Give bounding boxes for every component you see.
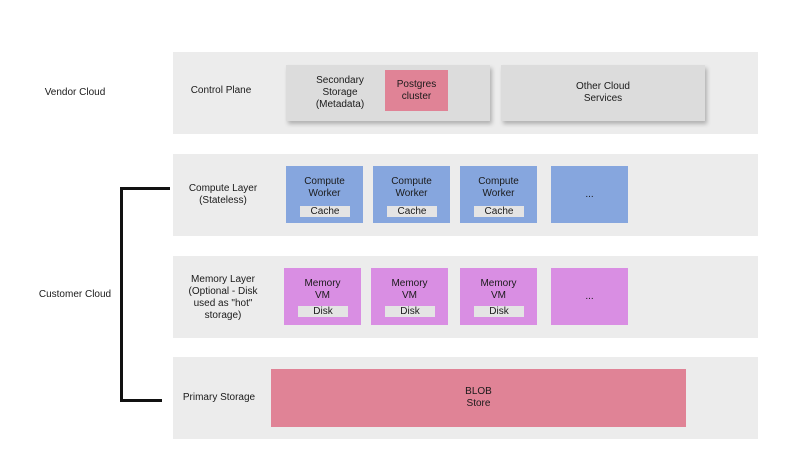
ellipsis-label: ... [585, 290, 594, 302]
disk-chip: Disk [474, 306, 524, 317]
blob-store-box: BLOB Store [271, 369, 686, 427]
compute-worker-label: Compute Worker [304, 176, 345, 199]
memory-vm-label: Memory VM [391, 278, 428, 301]
disk-chip: Disk [385, 306, 435, 317]
ellipsis-label: ... [585, 188, 594, 200]
memory-vm-more: ... [551, 268, 628, 325]
cache-chip: Cache [474, 206, 524, 217]
memory-vm-label: Memory VM [304, 278, 341, 301]
compute-worker-more: ... [551, 166, 628, 223]
other-cloud-services-card: Other Cloud Services [501, 65, 705, 121]
memory-vm-3: Memory VM [460, 268, 537, 325]
compute-worker-label: Compute Worker [391, 176, 432, 199]
secondary-storage-label: Secondary Storage (Metadata) [315, 75, 365, 110]
vendor-cloud-label: Vendor Cloud [44, 87, 106, 98]
postgres-cluster-box: Postgres cluster [385, 70, 448, 111]
compute-layer-label: Compute Layer (Stateless) [188, 183, 258, 206]
compute-worker-label: Compute Worker [478, 176, 519, 199]
cache-chip: Cache [387, 206, 437, 217]
blob-store-label: BLOB Store [465, 386, 492, 409]
control-plane-label: Control Plane [190, 85, 252, 96]
postgres-cluster-label: Postgres cluster [396, 78, 437, 102]
customer-cloud-label: Customer Cloud [38, 289, 112, 300]
memory-vm-label: Memory VM [480, 278, 517, 301]
primary-storage-label: Primary Storage [182, 392, 256, 403]
memory-layer-label: Memory Layer (Optional - Disk used as "h… [188, 274, 258, 321]
disk-chip: Disk [298, 306, 348, 317]
cache-chip: Cache [300, 206, 350, 217]
other-cloud-services-label: Other Cloud Services [576, 81, 630, 104]
